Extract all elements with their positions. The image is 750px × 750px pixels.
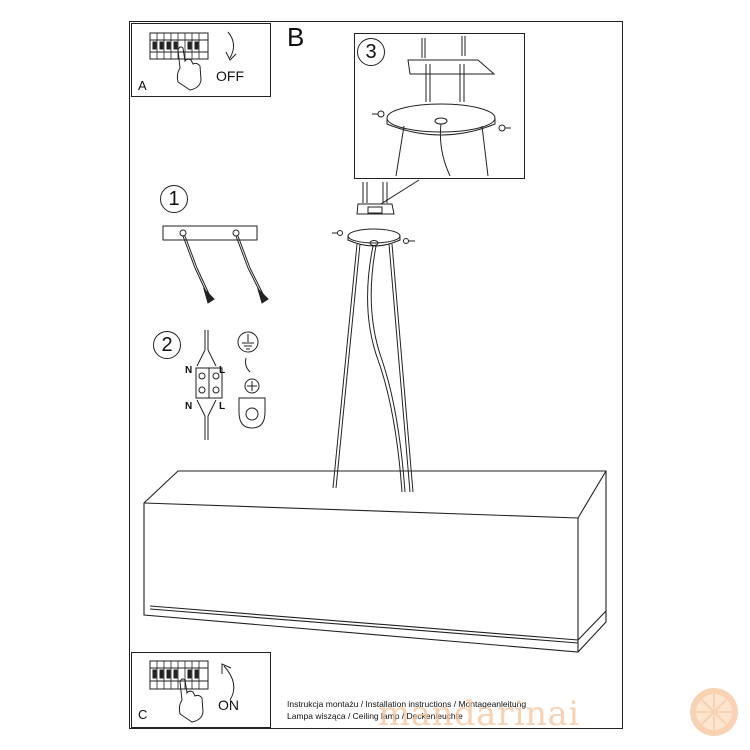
lamp-body xyxy=(143,470,607,653)
step-2-badge: 2 xyxy=(153,331,181,359)
off-label: OFF xyxy=(216,68,244,84)
step-3-badge: 3 xyxy=(357,38,385,66)
ground-wire xyxy=(245,357,251,373)
hand-c-icon xyxy=(178,678,204,723)
hand-a-icon xyxy=(176,46,202,91)
canopy-detail-drawing xyxy=(372,36,511,177)
panel-a-power-off: A OFF xyxy=(131,23,271,97)
panel-c-letter: C xyxy=(138,707,148,722)
arrow-down-icon xyxy=(227,31,234,59)
wire-l-bottom: L xyxy=(219,401,226,412)
panel-c-power-on: C ON xyxy=(131,652,271,728)
main-canopy xyxy=(332,182,415,247)
step-1-badge: 1 xyxy=(160,185,188,213)
wire-n-top: N xyxy=(185,365,193,376)
watermark-text: mandarinai xyxy=(378,694,580,734)
orange-slice-icon xyxy=(690,688,738,736)
mounting-plate-step-1 xyxy=(162,225,269,304)
step-2-number: 2 xyxy=(161,333,173,356)
instruction-frame xyxy=(129,21,623,729)
ground-connector-icon xyxy=(238,378,266,429)
breaker-strip-c-icon xyxy=(149,660,209,690)
section-label: B xyxy=(287,22,305,52)
caption-line-1: Instrukcja montażu / Installation instru… xyxy=(287,699,527,709)
wire-n-bottom: N xyxy=(185,401,193,412)
panel-3-canopy-detail xyxy=(354,33,525,179)
caption-line-2: Lampa wisząca / Ceiling lamp / Deckenleu… xyxy=(287,711,463,721)
on-label: ON xyxy=(218,697,239,713)
panel-a-letter: A xyxy=(138,78,147,93)
breaker-strip-a-icon xyxy=(149,32,209,60)
suspension-cable-left xyxy=(332,243,358,489)
arrow-up-icon xyxy=(223,665,235,701)
power-cord xyxy=(367,245,403,493)
ground-symbol-icon xyxy=(237,331,259,353)
step-3-number: 3 xyxy=(365,40,377,63)
suspension-cable-right xyxy=(388,243,411,493)
step-1-number: 1 xyxy=(168,187,180,210)
terminal-block-step-2 xyxy=(195,330,223,440)
